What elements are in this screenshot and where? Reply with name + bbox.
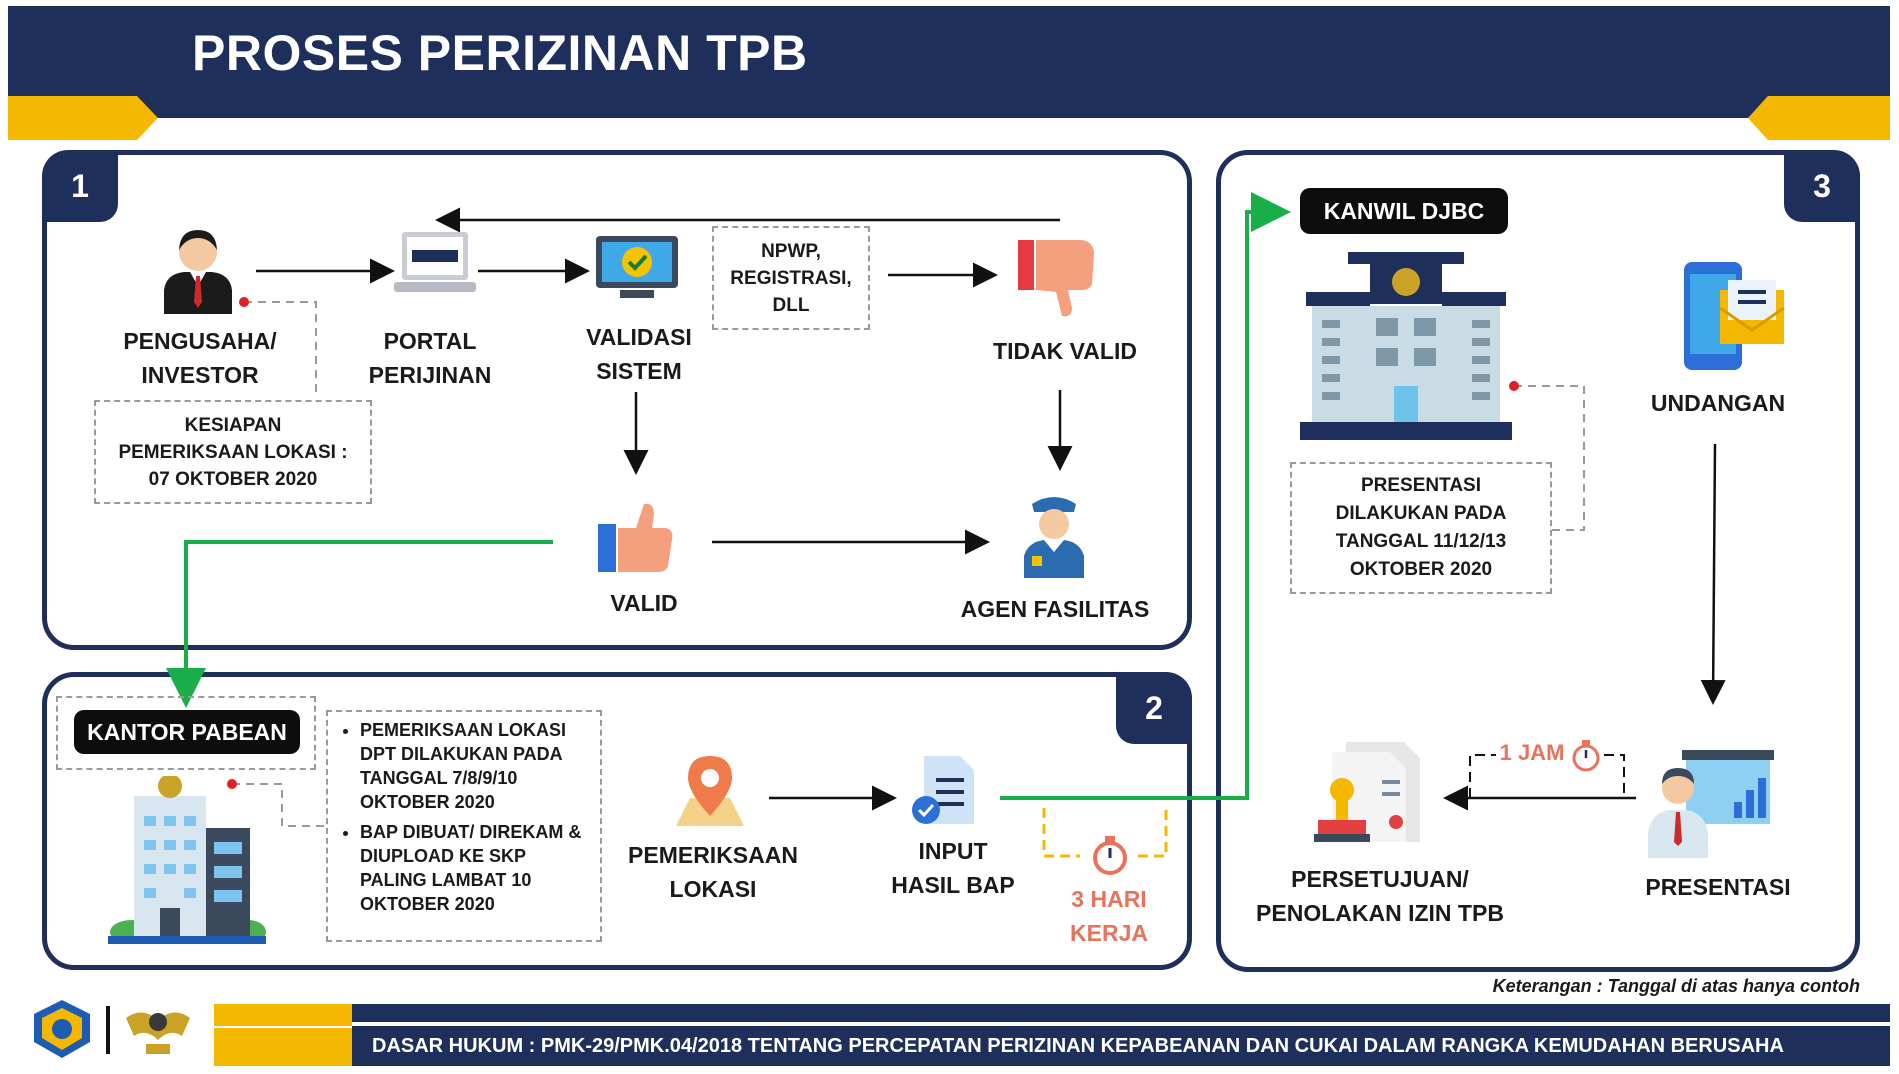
office-building-icon bbox=[108, 776, 266, 944]
header-bar bbox=[8, 6, 1890, 118]
phone-mail-icon bbox=[1684, 262, 1785, 370]
tiga-hari-kerja-label: 3 HARI KERJA bbox=[1070, 886, 1148, 946]
input-hasil-bap-label: INPUT HASIL BAP bbox=[891, 838, 1015, 898]
ribbon-right bbox=[1748, 96, 1890, 140]
stopwatch-icon bbox=[1572, 740, 1600, 772]
ribbon-left bbox=[8, 96, 158, 140]
persetujuan-penolakan-label: PERSETUJUAN/ PENOLAKAN IZIN TPB bbox=[1256, 866, 1504, 926]
monitor-check-icon bbox=[596, 236, 678, 298]
logo-divider bbox=[106, 1006, 110, 1054]
presenter-icon bbox=[1648, 750, 1774, 858]
pabean-note-item: PEMERIKSAAN LOKASI DPT DILAKUKAN PADA TA… bbox=[360, 718, 592, 814]
pabean-note-item: BAP DIBUAT/ DIREKAM & DIUPLOAD KE SKP PA… bbox=[360, 820, 592, 916]
footer-yellow-band-top bbox=[214, 1004, 352, 1026]
businessman-icon bbox=[164, 230, 232, 314]
document-check-icon bbox=[912, 756, 974, 824]
kantor-pabean-frame bbox=[56, 696, 316, 770]
agen-fasilitas-label: AGEN FASILITAS bbox=[960, 596, 1150, 622]
customs-emblem-icon bbox=[126, 1012, 190, 1054]
panel-3-number: 3 bbox=[1784, 150, 1860, 222]
stamp-document-icon bbox=[1314, 742, 1420, 842]
stopwatch-icon bbox=[1093, 836, 1127, 875]
tidak-valid-label: TIDAK VALID bbox=[993, 338, 1137, 364]
undangan-label: UNDANGAN bbox=[1650, 390, 1786, 416]
footer-yellow-band-bottom bbox=[214, 1028, 352, 1066]
portal-perijinan-label: PORTAL PERIJINAN bbox=[368, 328, 492, 388]
laptop-icon bbox=[394, 232, 476, 292]
keterangan-note: Keterangan : Tanggal di atas hanya conto… bbox=[1492, 976, 1860, 996]
footer-navy-band-top bbox=[352, 1004, 1890, 1022]
government-building-icon bbox=[1300, 252, 1512, 440]
pengusaha-investor-label: PENGUSAHA/ INVESTOR bbox=[123, 328, 277, 388]
satu-jam-label: 1 JAM bbox=[1499, 740, 1565, 765]
page-title: PROSES PERIZINAN TPB bbox=[192, 25, 808, 81]
kesiapan-pemeriksaan-note: KESIAPAN PEMERIKSAAN LOKASI : 07 OKTOBER… bbox=[94, 400, 372, 504]
valid-label: VALID bbox=[610, 590, 678, 616]
dasar-hukum-text: DASAR HUKUM : PMK-29/PMK.04/2018 TENTANG… bbox=[372, 1034, 1784, 1057]
kantor-pabean-pill: KANTOR PABEAN bbox=[74, 710, 300, 754]
location-pin-icon bbox=[676, 756, 744, 826]
panel-2-number: 2 bbox=[1116, 672, 1192, 744]
presentasi-label: PRESENTASI bbox=[1645, 874, 1791, 900]
thumbs-down-icon bbox=[1018, 240, 1094, 317]
validasi-sistem-label: VALIDASI SISTEM bbox=[586, 324, 692, 384]
thumbs-up-icon bbox=[598, 503, 673, 572]
kanwil-djbc-pill: KANWIL DJBC bbox=[1300, 188, 1508, 234]
pemeriksaan-lokasi-label: PEMERIKSAAN LOKASI bbox=[628, 842, 798, 902]
pabean-notes-box: PEMERIKSAAN LOKASI DPT DILAKUKAN PADA TA… bbox=[326, 710, 602, 942]
dasar-hukum-bar: DASAR HUKUM : PMK-29/PMK.04/2018 TENTANG… bbox=[352, 1026, 1890, 1066]
presentasi-date-note: PRESENTASI DILAKUKAN PADA TANGGAL 11/12/… bbox=[1290, 462, 1552, 594]
officer-icon bbox=[1024, 497, 1084, 578]
npwp-registrasi-note: NPWP, REGISTRASI, DLL bbox=[712, 226, 870, 330]
panel-1-number: 1 bbox=[42, 150, 118, 222]
kemenkeu-logo-icon bbox=[34, 1000, 90, 1058]
